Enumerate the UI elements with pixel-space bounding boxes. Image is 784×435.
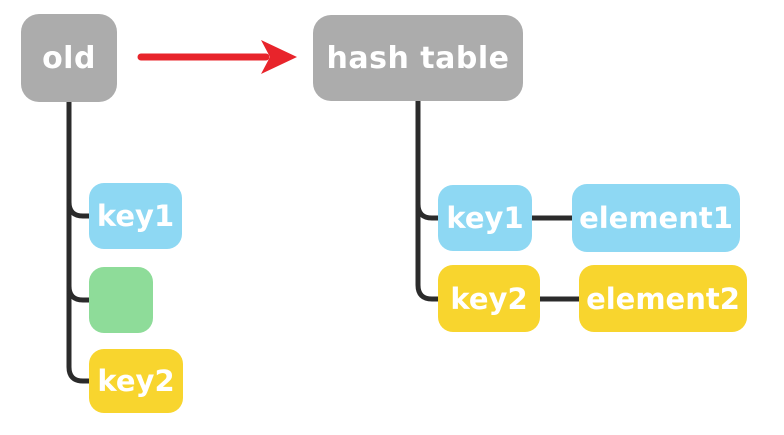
node-old-label: old — [42, 40, 96, 76]
node-left-key1-label: key1 — [96, 199, 175, 233]
node-left-key1: key1 — [89, 183, 182, 249]
left-trunk-line — [66, 98, 93, 384]
node-element1: element1 — [572, 184, 740, 252]
node-left-key2-label: key2 — [97, 364, 175, 398]
node-hash-table-label: hash table — [326, 40, 510, 76]
arrow-head — [261, 40, 297, 74]
node-left-empty-slot — [89, 267, 153, 333]
node-right-key2: key2 — [438, 265, 540, 332]
left-branch-green-line — [66, 283, 93, 303]
node-left-key2: key2 — [89, 349, 183, 413]
node-old-root: old — [21, 14, 117, 102]
right-branch-key1-line — [415, 201, 442, 221]
node-element2-label: element2 — [586, 281, 740, 316]
node-element1-label: element1 — [579, 201, 733, 235]
transform-arrow-icon — [137, 40, 297, 74]
node-right-key1: key1 — [438, 185, 532, 251]
right-trunk-line — [415, 97, 442, 302]
node-right-key1-label: key1 — [446, 201, 524, 235]
node-element2: element2 — [579, 265, 747, 332]
left-branch-key1-line — [66, 199, 93, 219]
node-right-key2-label: key2 — [450, 281, 528, 316]
node-hash-table-root: hash table — [313, 15, 523, 101]
